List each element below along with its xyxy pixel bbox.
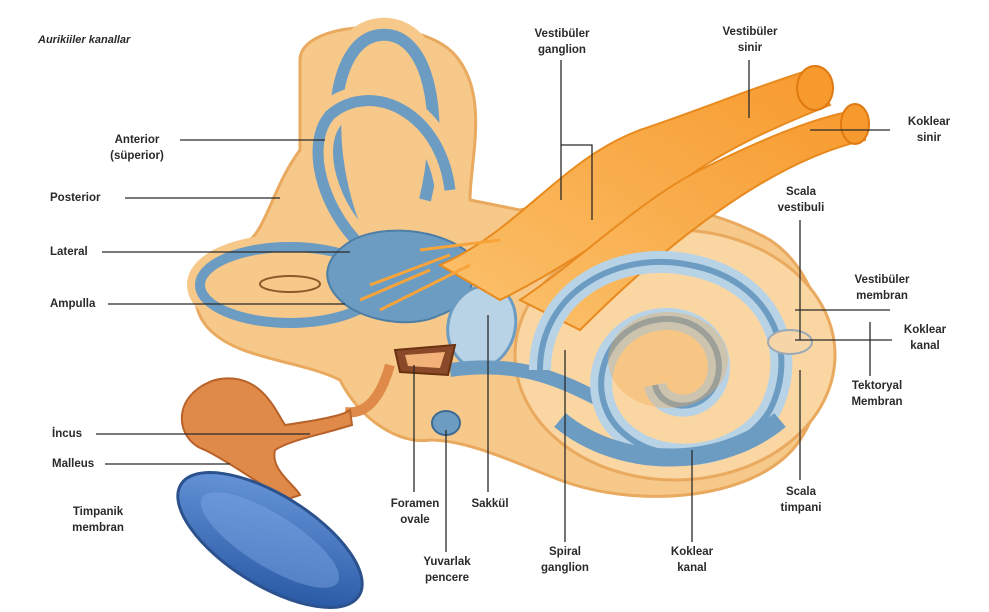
diagram-title: Aurikiiler kanallar bbox=[38, 32, 130, 48]
label-lateral: Lateral bbox=[50, 244, 88, 260]
label-foramen-ovale-line2: ovale bbox=[370, 512, 460, 528]
label-yuvarlak-pencere-line2: pencere bbox=[402, 570, 492, 586]
label-koklear-kanal-right-line2: kanal bbox=[890, 338, 960, 354]
label-yuvarlak-pencere: Yuvarlak pencere bbox=[402, 554, 492, 586]
label-posterior: Posterior bbox=[50, 190, 101, 206]
label-spiral-ganglion-line2: ganglion bbox=[522, 560, 608, 576]
label-ampulla: Ampulla bbox=[50, 296, 95, 312]
label-koklear-sinir: Koklear sinir bbox=[894, 114, 964, 146]
label-vestibuler-ganglion: Vestibüler ganglion bbox=[516, 26, 608, 58]
label-tektoryal-membran-line2: Membran bbox=[836, 394, 918, 410]
label-spiral-ganglion-line1: Spiral bbox=[522, 544, 608, 560]
label-scala-timpani: Scala timpani bbox=[768, 484, 834, 516]
label-spiral-ganglion: Spiral ganglion bbox=[522, 544, 608, 576]
label-anterior: Anterior (süperior) bbox=[92, 132, 182, 164]
label-vestibuler-membran-line2: membran bbox=[836, 288, 928, 304]
label-scala-vestibuli: Scala vestibuli bbox=[766, 184, 836, 216]
label-vestibuler-sinir-line1: Vestibüler bbox=[704, 24, 796, 40]
label-malleus: Malleus bbox=[52, 456, 94, 472]
label-tektoryal-membran: Tektoryal Membran bbox=[836, 378, 918, 410]
label-anterior-line1: Anterior bbox=[92, 132, 182, 148]
label-yuvarlak-pencere-line1: Yuvarlak bbox=[402, 554, 492, 570]
label-foramen-ovale: Foramen ovale bbox=[370, 496, 460, 528]
label-koklear-sinir-line1: Koklear bbox=[894, 114, 964, 130]
label-scala-timpani-line1: Scala bbox=[768, 484, 834, 500]
label-scala-vestibuli-line2: vestibuli bbox=[766, 200, 836, 216]
label-foramen-ovale-line1: Foramen bbox=[370, 496, 460, 512]
label-koklear-sinir-line2: sinir bbox=[894, 130, 964, 146]
label-koklear-kanal-bottom: Koklear kanal bbox=[652, 544, 732, 576]
label-vestibuler-ganglion-line1: Vestibüler bbox=[516, 26, 608, 42]
label-vestibuler-membran-line1: Vestibüler bbox=[836, 272, 928, 288]
label-scala-timpani-line2: timpani bbox=[768, 500, 834, 516]
label-koklear-kanal-right-line1: Koklear bbox=[890, 322, 960, 338]
label-koklear-kanal-bottom-line2: kanal bbox=[652, 560, 732, 576]
label-timpanik-membran-line2: membran bbox=[58, 520, 138, 536]
label-incus: İncus bbox=[52, 426, 82, 442]
label-sakkul: Sakkül bbox=[455, 496, 525, 512]
label-vestibuler-ganglion-line2: ganglion bbox=[516, 42, 608, 58]
label-vestibuler-sinir: Vestibüler sinir bbox=[704, 24, 796, 56]
label-scala-vestibuli-line1: Scala bbox=[766, 184, 836, 200]
label-vestibuler-sinir-line2: sinir bbox=[704, 40, 796, 56]
label-tektoryal-membran-line1: Tektoryal bbox=[836, 378, 918, 394]
label-timpanik-membran: Timpanik membran bbox=[58, 504, 138, 536]
label-timpanik-membran-line1: Timpanik bbox=[58, 504, 138, 520]
label-vestibuler-membran: Vestibüler membran bbox=[836, 272, 928, 304]
label-anterior-line2: (süperior) bbox=[92, 148, 182, 164]
label-koklear-kanal-right: Koklear kanal bbox=[890, 322, 960, 354]
label-koklear-kanal-bottom-line1: Koklear bbox=[652, 544, 732, 560]
